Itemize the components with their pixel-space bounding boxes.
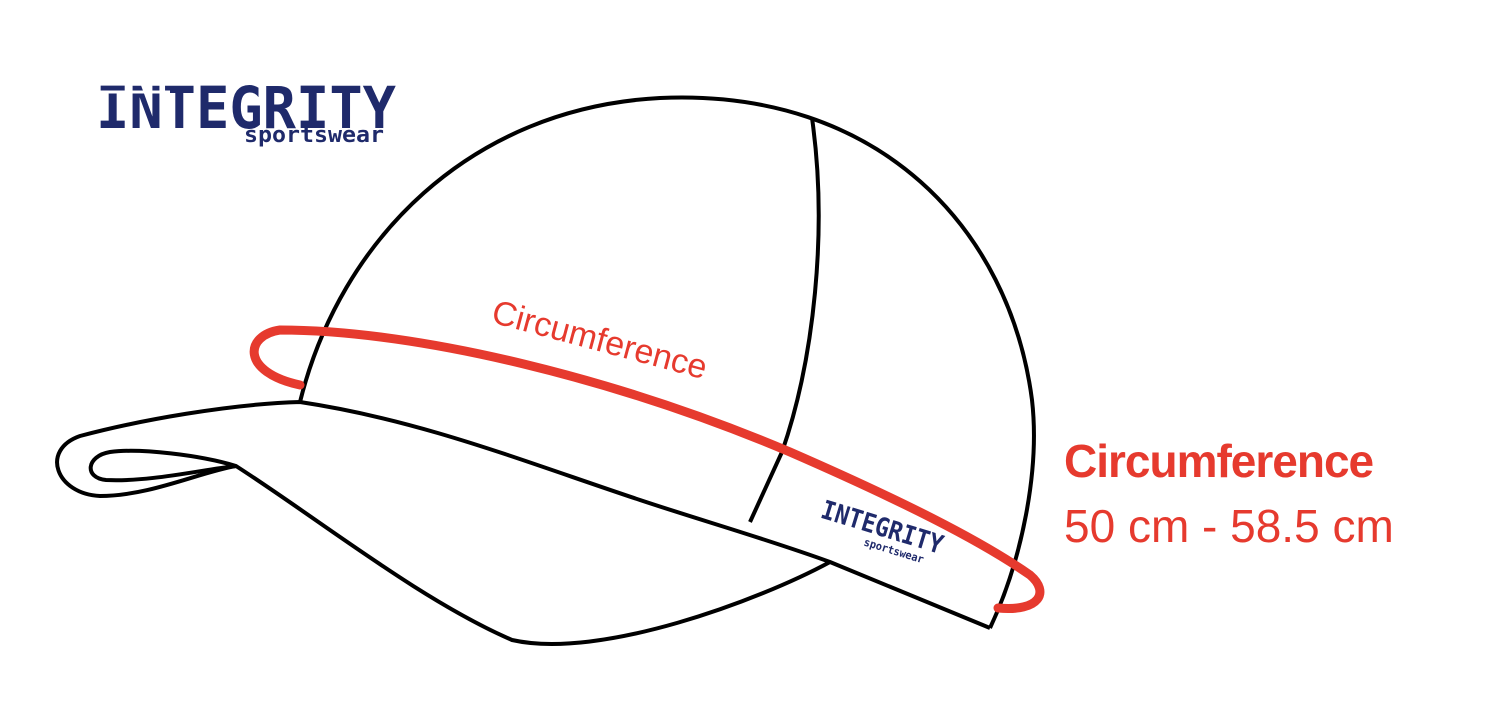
cap-crown [298, 95, 1036, 629]
measurement-title: Circumference [1064, 435, 1374, 487]
cap-side-logo: INTEGRITY sportswear [817, 495, 947, 566]
cap-brim-inner [88, 448, 237, 483]
circumference-curve-label: Circumference [488, 293, 711, 387]
brand-logo-tagline: sportswear [244, 123, 384, 148]
circumference-band [249, 325, 1045, 614]
brand-logo-name: INTEGRITY [96, 74, 396, 142]
cap-brim [55, 400, 991, 646]
measurement-range: 50 cm - 58.5 cm [1064, 500, 1394, 552]
cap-seam [748, 117, 821, 523]
brand-logo: INTEGRITY sportswear [90, 74, 396, 148]
